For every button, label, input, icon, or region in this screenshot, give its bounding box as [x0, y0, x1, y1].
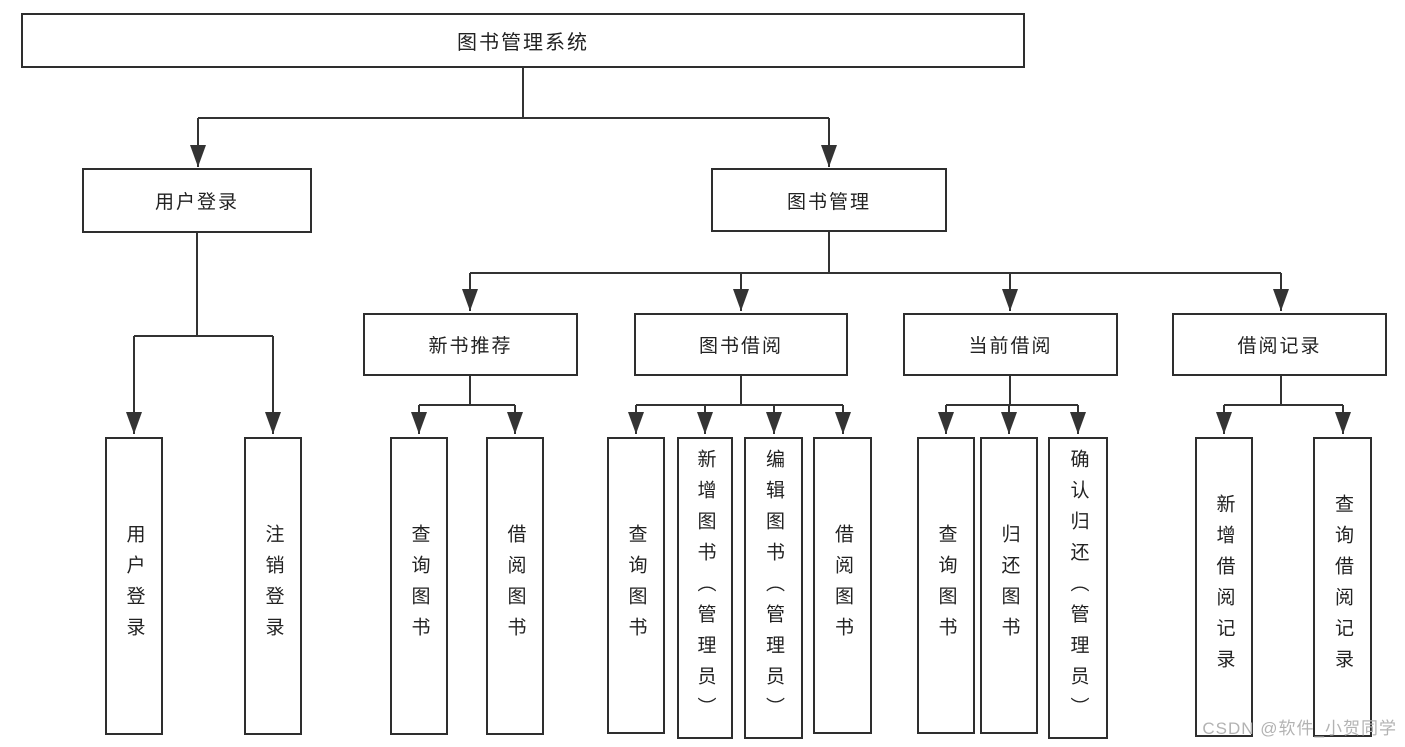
node-current-borrow: 当前借阅: [903, 313, 1118, 376]
trunk-current-borrow: [938, 376, 1086, 434]
node-borrow-record: 借阅记录: [1172, 313, 1387, 376]
leaf-edit-books-admin: 编辑图书（管理员）: [744, 437, 803, 739]
trunk-book-borrow: [628, 376, 851, 434]
leaf-add-borrow-record: 新增借阅记录: [1195, 437, 1253, 737]
trunk-book-management: [462, 232, 1289, 311]
node-book-management: 图书管理: [711, 168, 947, 232]
leaf-borrow-books-recommend: 借阅图书: [486, 437, 544, 735]
leaf-return-books: 归还图书: [980, 437, 1038, 734]
leaf-query-books-recommend: 查询图书: [390, 437, 448, 735]
node-root-system: 图书管理系统: [21, 13, 1025, 68]
leaf-logout: 注销登录: [244, 437, 302, 735]
leaf-query-books-borrow: 查询图书: [607, 437, 665, 734]
trunk-new-book-recommend: [411, 376, 523, 434]
node-user-login: 用户登录: [82, 168, 312, 233]
leaf-query-borrow-record: 查询借阅记录: [1313, 437, 1372, 737]
leaf-user-login: 用户登录: [105, 437, 163, 735]
node-new-book-recommend: 新书推荐: [363, 313, 578, 376]
leaf-add-books-admin: 新增图书（管理员）: [677, 437, 733, 739]
trunk-user-login: [126, 233, 281, 434]
node-book-borrow: 图书借阅: [634, 313, 848, 376]
leaf-confirm-return-admin: 确认归还（管理员）: [1048, 437, 1108, 739]
trunk-root: [190, 68, 837, 167]
csdn-watermark: CSDN @软件_小贺同学: [1202, 719, 1397, 738]
trunk-borrow-record: [1216, 376, 1351, 434]
leaf-query-books-current: 查询图书: [917, 437, 975, 734]
leaf-borrow-books: 借阅图书: [813, 437, 872, 734]
